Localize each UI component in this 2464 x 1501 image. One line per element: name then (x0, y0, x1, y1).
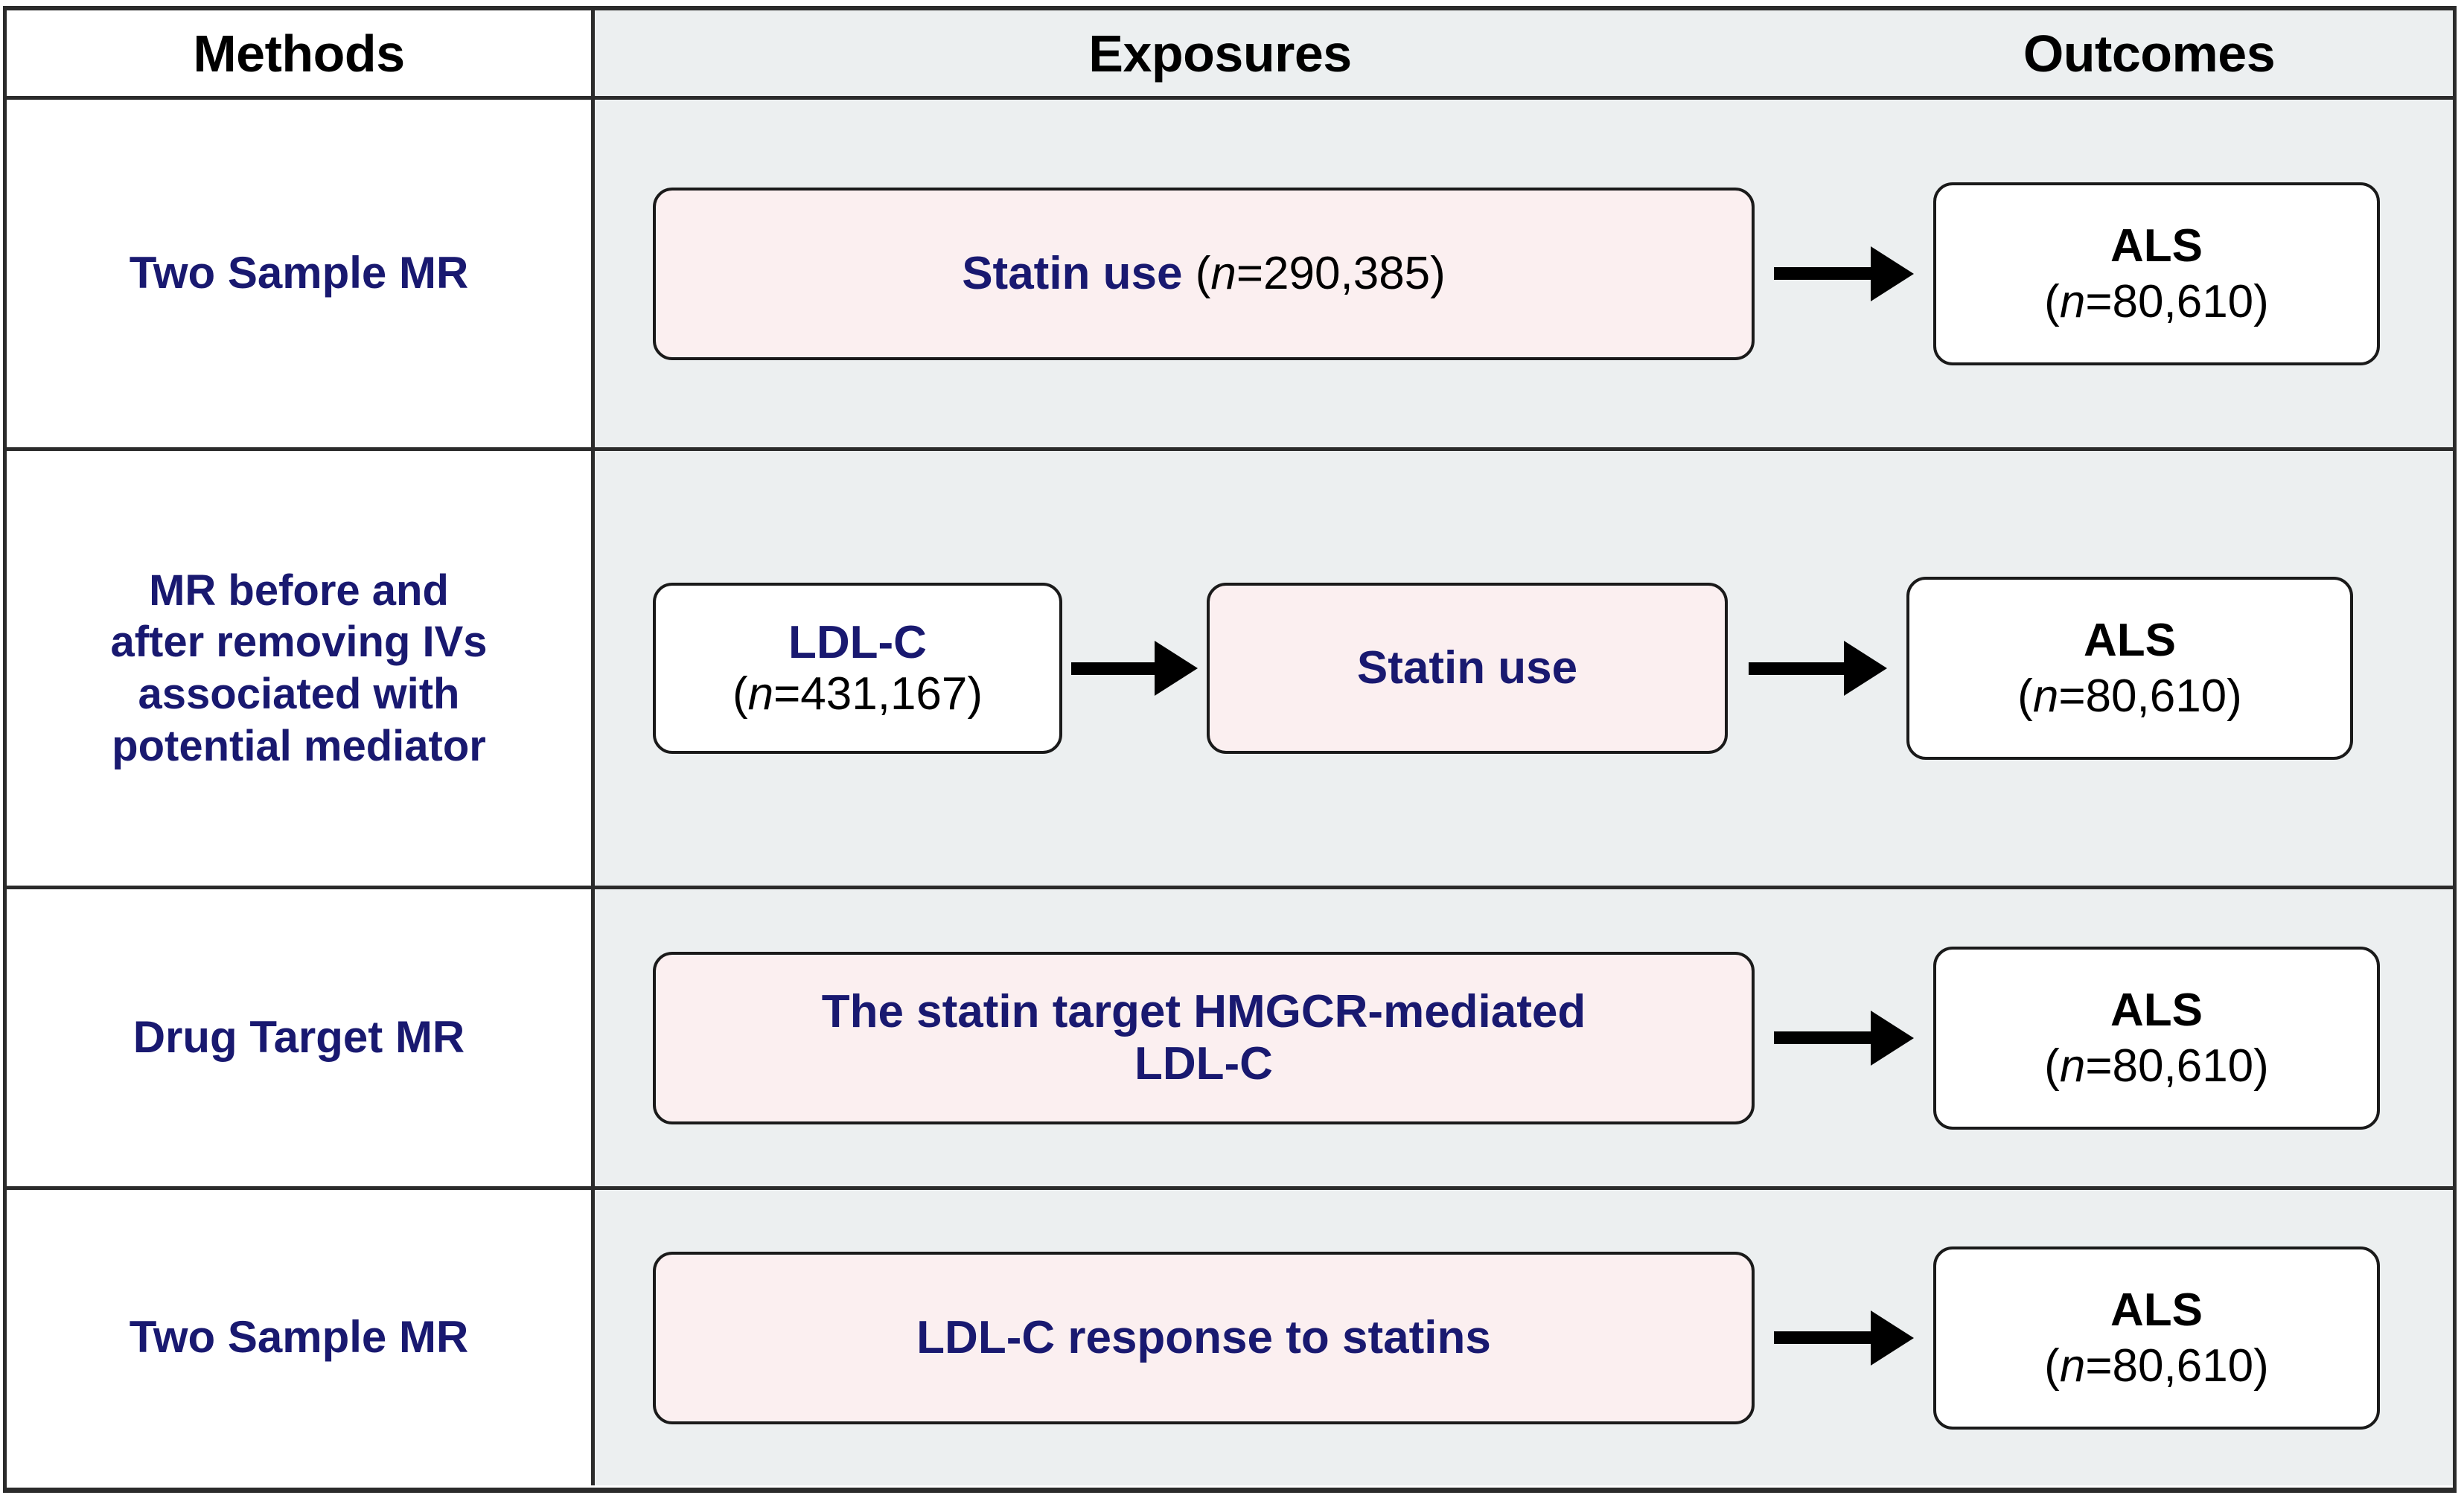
method-label-row2: MR before and after removing IVs associa… (110, 565, 487, 772)
exposure-box-hmgcr-ldlc: The statin target HMGCR-mediated LDL-C (653, 951, 1755, 1124)
mediator-label-blue: LDL-C (788, 616, 927, 668)
flow-row4: LDL-C response to statins ALS (n=80,610) (595, 1190, 2453, 1485)
outcome-title-row2: ALS (2084, 615, 2176, 666)
exposure-label-row4: LDL-C response to statins (916, 1311, 1491, 1363)
methods-cell-row3: Drug Target MR (7, 889, 595, 1186)
flow-cell-row2: LDL-C (n=431,167) Statin use (595, 451, 2453, 886)
outcome-box-als-row3: ALS (n=80,610) (1933, 946, 2380, 1130)
arrow-exposure-to-outcome-row3 (1774, 1010, 1914, 1066)
outcome-box-als-row2: ALS (n=80,610) (1906, 577, 2353, 760)
design-table: Methods Exposures Outcomes Two Sample MR (3, 6, 2457, 1493)
exposure-box-ldlc-response: LDL-C response to statins (653, 1251, 1755, 1424)
arrow-shaft (1774, 267, 1872, 280)
mediator-sample-size: (n=431,167) (732, 668, 983, 720)
header-zone-exposures: Exposures (595, 24, 1845, 83)
flow-row1: Statin use (n=290,385) ALS (n=80,610) (595, 100, 2453, 447)
outcome-title-row3: ALS (2110, 984, 2203, 1036)
method-label-row1: Two Sample MR (129, 248, 469, 298)
outcome-sample-size-row2: (n=80,610) (2017, 671, 2242, 722)
exposure-label-row3-line2: LDL-C (1134, 1037, 1273, 1089)
arrow-shaft (1774, 1031, 1872, 1044)
exposure-box-row1-text: Statin use (n=290,385) (962, 248, 1446, 299)
method-label-row4: Two Sample MR (129, 1312, 469, 1363)
exposure-label-sample-size: (n=290,385) (1182, 247, 1446, 299)
outcome-title-row1: ALS (2110, 220, 2203, 272)
method-label-row2-line4: potential mediator (112, 721, 486, 770)
methods-cell-row2: MR before and after removing IVs associa… (7, 451, 595, 886)
column-header-outcomes: Outcomes (2023, 24, 2276, 83)
method-label-row2-line2: after removing IVs (110, 618, 488, 667)
arrow-shaft (1071, 662, 1156, 675)
exposure-label-row3-line1: The statin target HMGCR-mediated (821, 986, 1586, 1038)
arrow-head-icon (1871, 246, 1914, 301)
arrow-exposure-to-outcome-row2 (1749, 641, 1887, 696)
flow-cell-row4: LDL-C response to statins ALS (n=80,610) (595, 1190, 2453, 1485)
arrow-exposure-to-outcome-row4 (1774, 1310, 1914, 1366)
arrow-head-icon (1871, 1010, 1914, 1066)
outcome-sample-size-row1: (n=80,610) (2044, 275, 2269, 327)
outcome-title-row4: ALS (2110, 1284, 2203, 1336)
arrow-ldl-to-statin-row2 (1071, 641, 1198, 696)
flow-cell-row3: The statin target HMGCR-mediated LDL-C A… (595, 889, 2453, 1186)
table-header-row: Methods Exposures Outcomes (7, 10, 2453, 100)
flow-row3: The statin target HMGCR-mediated LDL-C A… (595, 889, 2453, 1186)
column-header-exposures: Exposures (1088, 24, 1352, 83)
flow-row2: LDL-C (n=431,167) Statin use (595, 451, 2453, 886)
arrow-shaft (1774, 1331, 1872, 1344)
exposure-label-blue-row2: Statin use (1356, 642, 1578, 694)
mediator-box-ldl-c: LDL-C (n=431,167) (653, 583, 1062, 754)
table-row: Drug Target MR The statin target HMGCR-m… (7, 889, 2453, 1190)
exposure-label-blue: Statin use (962, 247, 1183, 299)
header-split: Exposures Outcomes (595, 10, 2453, 96)
method-label-row2-line3: associated with (138, 670, 460, 718)
outcome-sample-size-row4: (n=80,610) (2044, 1340, 2269, 1392)
exposure-box-statin-use: Statin use (n=290,385) (653, 187, 1755, 360)
header-zone-outcomes: Outcomes (1845, 24, 2453, 83)
method-label-row2-line1: MR before and (149, 566, 449, 615)
method-label-row3: Drug Target MR (133, 1012, 465, 1063)
table-row: Two Sample MR LDL-C response to statins … (7, 1190, 2453, 1485)
flow-cell-row1: Statin use (n=290,385) ALS (n=80,610) (595, 100, 2453, 447)
outcome-box-als-row1: ALS (n=80,610) (1933, 182, 2380, 365)
arrow-shaft (1749, 662, 1845, 675)
outcome-box-als-row4: ALS (n=80,610) (1933, 1246, 2380, 1430)
table-row: MR before and after removing IVs associa… (7, 451, 2453, 889)
methods-cell-row4: Two Sample MR (7, 1190, 595, 1485)
table-row: Two Sample MR Statin use (n=290,385) ALS (7, 100, 2453, 451)
arrow-head-icon (1844, 641, 1887, 696)
exposure-box-statin-use-row2: Statin use (1207, 583, 1728, 754)
arrow-exposure-to-outcome-row1 (1774, 246, 1914, 301)
outcome-sample-size-row3: (n=80,610) (2044, 1040, 2269, 1092)
arrow-head-icon (1155, 641, 1198, 696)
arrow-head-icon (1871, 1310, 1914, 1366)
methods-cell-row1: Two Sample MR (7, 100, 595, 447)
header-cell-exposures-outcomes: Exposures Outcomes (595, 10, 2453, 96)
column-header-methods: Methods (193, 24, 405, 83)
header-cell-methods: Methods (7, 10, 595, 96)
